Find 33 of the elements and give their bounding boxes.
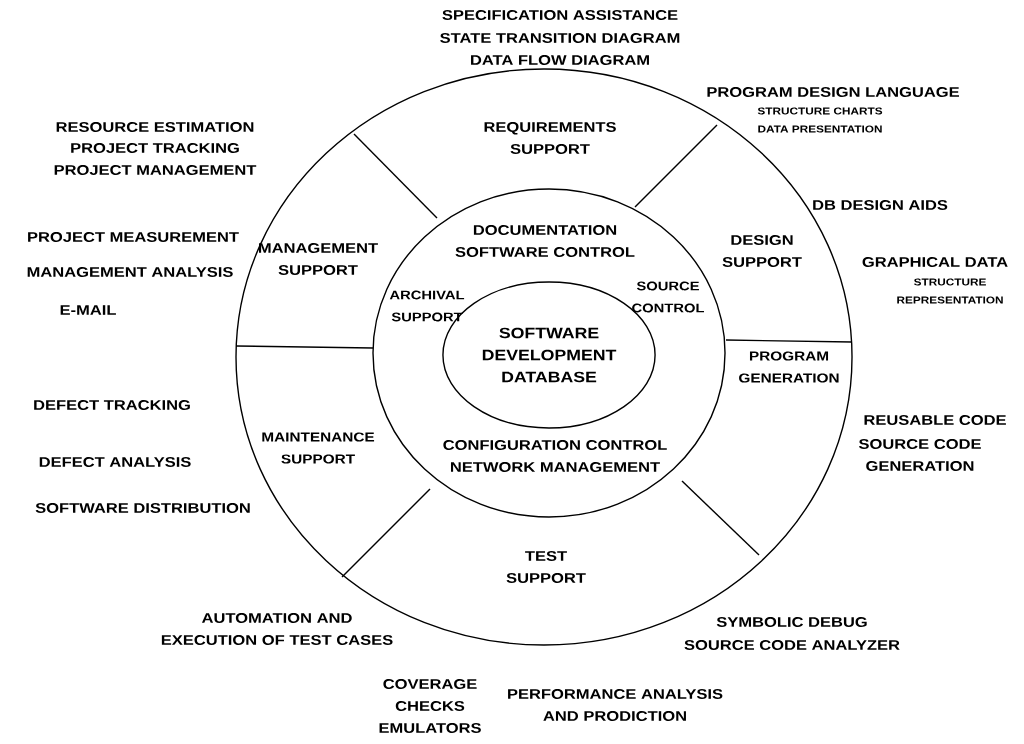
tool-label: STRUCTURE REPRESENTATION (897, 278, 1003, 304)
sector-label: MAINTENANCE SUPPORT (262, 432, 375, 464)
tool-label: MANAGEMENT ANALYSIS (27, 267, 233, 277)
tool-label: STATE TRANSITION DIAGRAM (440, 33, 680, 43)
tool-label: PROJECT TRACKING (71, 143, 239, 153)
tool-label: RESOURCE ESTIMATION (56, 122, 254, 132)
tool-label: DB DESIGN AIDS (813, 200, 948, 210)
sector-label: MANAGEMENT SUPPORT (259, 243, 378, 275)
tool-label: PROJECT MANAGEMENT (54, 165, 257, 175)
sector-label: REQUIREMENTS SUPPORT (484, 122, 616, 154)
tool-label: PROGRAM DESIGN LANGUAGE (707, 87, 959, 97)
tool-label: STRUCTURE CHARTS (757, 107, 883, 115)
tool-label: DEFECT TRACKING (34, 400, 190, 410)
sector-label: TEST SUPPORT (506, 551, 586, 583)
sector-label: DOCUMENTATION SOFTWARE CONTROL (455, 225, 635, 257)
tool-label: PERFORMANCE ANALYSIS AND PRODICTION (508, 689, 723, 721)
tool-label: SOURCE CODE GENERATION (858, 439, 981, 471)
tool-label: GRAPHICAL DATA (862, 257, 1008, 267)
tool-label: AUTOMATION AND EXECUTION OF TEST CASES (161, 613, 393, 645)
tool-label: SOFTWARE DISTRIBUTION (35, 503, 250, 513)
tool-label: DEFECT ANALYSIS (39, 457, 191, 467)
sector-label: DESIGN SUPPORT (722, 235, 802, 267)
tool-label: REUSABLE CODE (864, 415, 1006, 425)
sector-label: SOURCE CONTROL (632, 281, 704, 313)
tool-label: SPECIFICATION ASSISTANCE (442, 10, 678, 20)
tool-label: PROJECT MEASUREMENT (28, 232, 239, 242)
tool-label: E-MAIL (60, 305, 116, 315)
tool-label: SOURCE CODE ANALYZER (684, 640, 900, 650)
sector-label: PROGRAM GENERATION (739, 351, 839, 383)
tool-label: DATA PRESENTATION (758, 125, 882, 133)
tool-label: COVERAGE CHECKS EMULATORS (379, 679, 481, 733)
tool-label: DATA FLOW DIAGRAM (471, 55, 649, 65)
tool-label: SYMBOLIC DEBUG (716, 617, 867, 627)
